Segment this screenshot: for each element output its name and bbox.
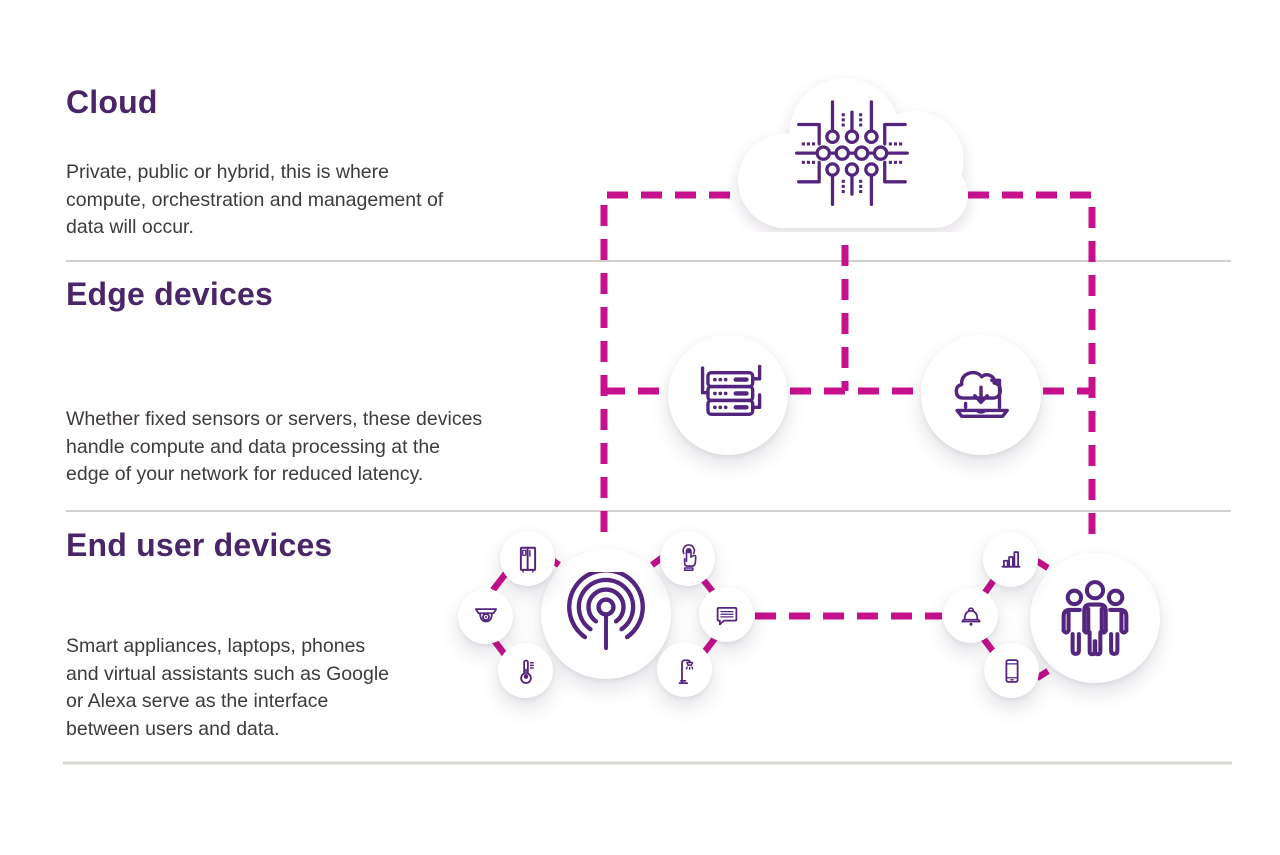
thermometer-icon xyxy=(519,659,534,684)
antenna-icon xyxy=(567,572,645,651)
section-title-end-user-devices: End user devices xyxy=(66,527,333,563)
satellite-node-smartphone xyxy=(984,643,1039,698)
notification-bell-icon xyxy=(960,606,981,626)
satellite-node-street-light xyxy=(657,642,712,697)
circuit-icon xyxy=(795,100,909,206)
street-light-icon xyxy=(678,658,693,684)
edge-node-laptop xyxy=(921,335,1041,455)
smart-fridge-icon xyxy=(519,546,536,572)
section-body-edge-devices: Whether fixed sensors or servers, these … xyxy=(66,408,483,485)
section-body-cloud: Private, public or hybrid, this is where… xyxy=(66,161,444,238)
server-rack-icon xyxy=(700,364,762,416)
satellite-node-analytics xyxy=(983,532,1038,587)
connector-cloud-to-right-cluster xyxy=(968,191,1096,536)
connector-cloud-to-left-cluster xyxy=(600,191,730,540)
dashed-connectors xyxy=(600,191,1096,620)
satellite-node-fridge xyxy=(500,531,555,586)
touch-press-icon xyxy=(681,543,697,571)
cloud-shape xyxy=(738,78,968,228)
people-group-icon xyxy=(1061,580,1129,657)
cloud-node xyxy=(726,62,982,237)
end-user-hub-people xyxy=(1030,553,1160,683)
section-body-end-user-devices: Smart appliances, laptops, phones and vi… xyxy=(66,635,390,740)
section-title-edge-devices: Edge devices xyxy=(66,276,273,312)
smartphone-icon xyxy=(1004,658,1019,683)
section-title-cloud: Cloud xyxy=(66,84,158,120)
chat-bubble-icon xyxy=(716,606,737,625)
bar-chart-icon xyxy=(1000,550,1021,568)
laptop-cloud-download-icon xyxy=(954,370,1009,418)
cctv-camera-icon xyxy=(474,607,497,622)
satellite-node-thermometer xyxy=(498,643,553,698)
satellite-node-touch xyxy=(660,531,715,586)
satellite-node-notifications xyxy=(943,588,998,643)
end-user-hub-devices xyxy=(541,549,671,679)
edge-node-server xyxy=(668,335,788,455)
satellite-node-camera xyxy=(458,589,513,644)
satellite-node-chat xyxy=(699,587,754,642)
